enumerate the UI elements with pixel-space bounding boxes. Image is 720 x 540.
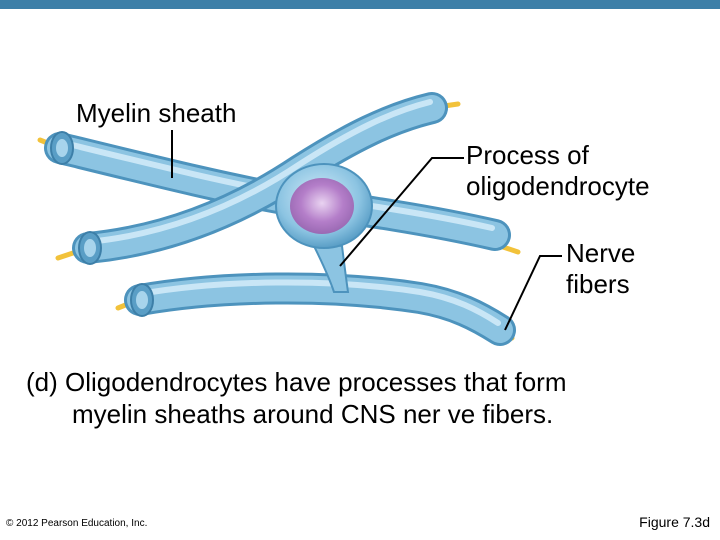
leader-lines	[171, 130, 562, 331]
top-accent-bar	[0, 0, 720, 9]
myelinated-fiber-lower	[124, 272, 516, 346]
caption-line1: (d) Oligodendrocytes have processes that…	[26, 367, 567, 397]
copyright-notice: © 2012 Pearson Education, Inc.	[6, 518, 148, 529]
nucleus	[290, 178, 354, 234]
label-nerve-fibers: Nerve fibers	[566, 238, 635, 300]
label-nerve-line2: fibers	[566, 269, 630, 299]
label-process-line1: Process of	[466, 140, 589, 170]
label-nerve-line1: Nerve	[566, 238, 636, 268]
figure-number: Figure 7.3d	[639, 514, 710, 530]
label-process-line2: oligodendrocyte	[466, 171, 650, 201]
label-process-of-oligodendrocyte: Process of oligodendrocyte	[466, 140, 650, 202]
figure-caption: (d) Oligodendrocytes have processes that…	[26, 366, 566, 430]
caption-line2: myelin sheaths around CNS ner ve fibers.	[72, 399, 554, 429]
oligodendrocyte-process	[310, 240, 350, 293]
label-myelin-sheath: Myelin sheath	[76, 98, 237, 128]
